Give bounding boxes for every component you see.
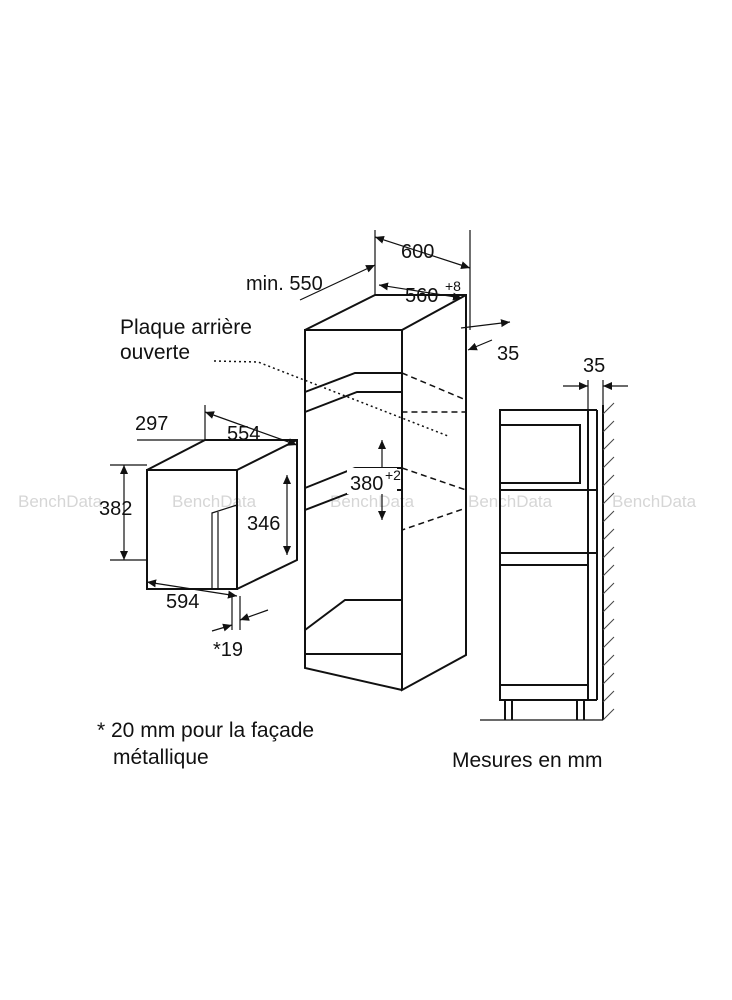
- side-view-drawing: 35: [480, 355, 628, 721]
- footnote-line-2: métallique: [113, 746, 209, 769]
- dim-line-560: [378, 282, 463, 301]
- side-cabinet: [499, 409, 589, 701]
- microwave-front: [146, 469, 238, 590]
- dim-554: 554: [227, 423, 260, 445]
- watermark-4: BenchData: [468, 492, 553, 511]
- arrow-icon: [239, 609, 269, 621]
- dim-line-594: [146, 579, 238, 599]
- watermark-2: BenchData: [172, 492, 257, 511]
- dim-594: 594: [166, 591, 199, 613]
- cabinet-top-edge: [401, 294, 467, 331]
- wall-hatching: [602, 402, 615, 721]
- microwave-door-panel: [211, 504, 238, 589]
- microwave-drawing: 297 554 382 346 594 *19: [99, 405, 298, 661]
- side-oven: [499, 564, 589, 686]
- cabinet-drawing: min. 550 600 560 +8 35 Plaque arrière ou…: [120, 230, 519, 692]
- dim-line-600: [374, 235, 471, 270]
- dim-380-tolerance: +2: [385, 467, 401, 483]
- dim-560-tolerance: +8: [445, 278, 461, 294]
- dim-min-550: min. 550: [246, 273, 323, 295]
- dim-297: 297: [135, 413, 168, 435]
- bottom-floor: [304, 599, 402, 631]
- dim-line-554: [204, 411, 298, 446]
- cabinet-plinth: [304, 654, 403, 691]
- dim-600: 600: [401, 241, 434, 263]
- shelf-1: [304, 372, 402, 393]
- dim-346: 346: [247, 513, 280, 535]
- units-label: Mesures en mm: [452, 749, 603, 772]
- dim-380-bg: [347, 468, 397, 494]
- watermark-1: BenchData: [18, 492, 103, 511]
- side-microwave: [499, 424, 581, 484]
- dim-35-side: 35: [583, 355, 605, 377]
- dim-560: 560: [405, 285, 438, 307]
- watermark-5: BenchData: [612, 492, 697, 511]
- niche-bottom-dashed: [401, 467, 467, 531]
- footnote-line-1: * 20 mm pour la façade: [97, 719, 314, 742]
- watermark-3: BenchData: [330, 492, 415, 511]
- cabinet-body-outline: [304, 294, 467, 692]
- dim-380: 380: [350, 473, 383, 495]
- back-panel-label-2: ouverte: [120, 341, 190, 364]
- watermark-group: BenchData BenchData BenchData BenchData …: [18, 492, 697, 511]
- dim-line-35a: [460, 319, 511, 329]
- back-panel-label-1: Plaque arrière: [120, 316, 252, 339]
- dim-line-550: [299, 264, 376, 301]
- arrow-icon: [211, 623, 233, 632]
- cabinet-front: [304, 329, 403, 655]
- dim-19-note: *19: [213, 639, 243, 661]
- dim-35-cabinet: 35: [497, 343, 519, 365]
- shelf-1-under: [304, 391, 402, 413]
- niche-top-dashed: [401, 372, 467, 413]
- dim-line-35b: [467, 339, 493, 351]
- dim-382: 382: [99, 498, 132, 520]
